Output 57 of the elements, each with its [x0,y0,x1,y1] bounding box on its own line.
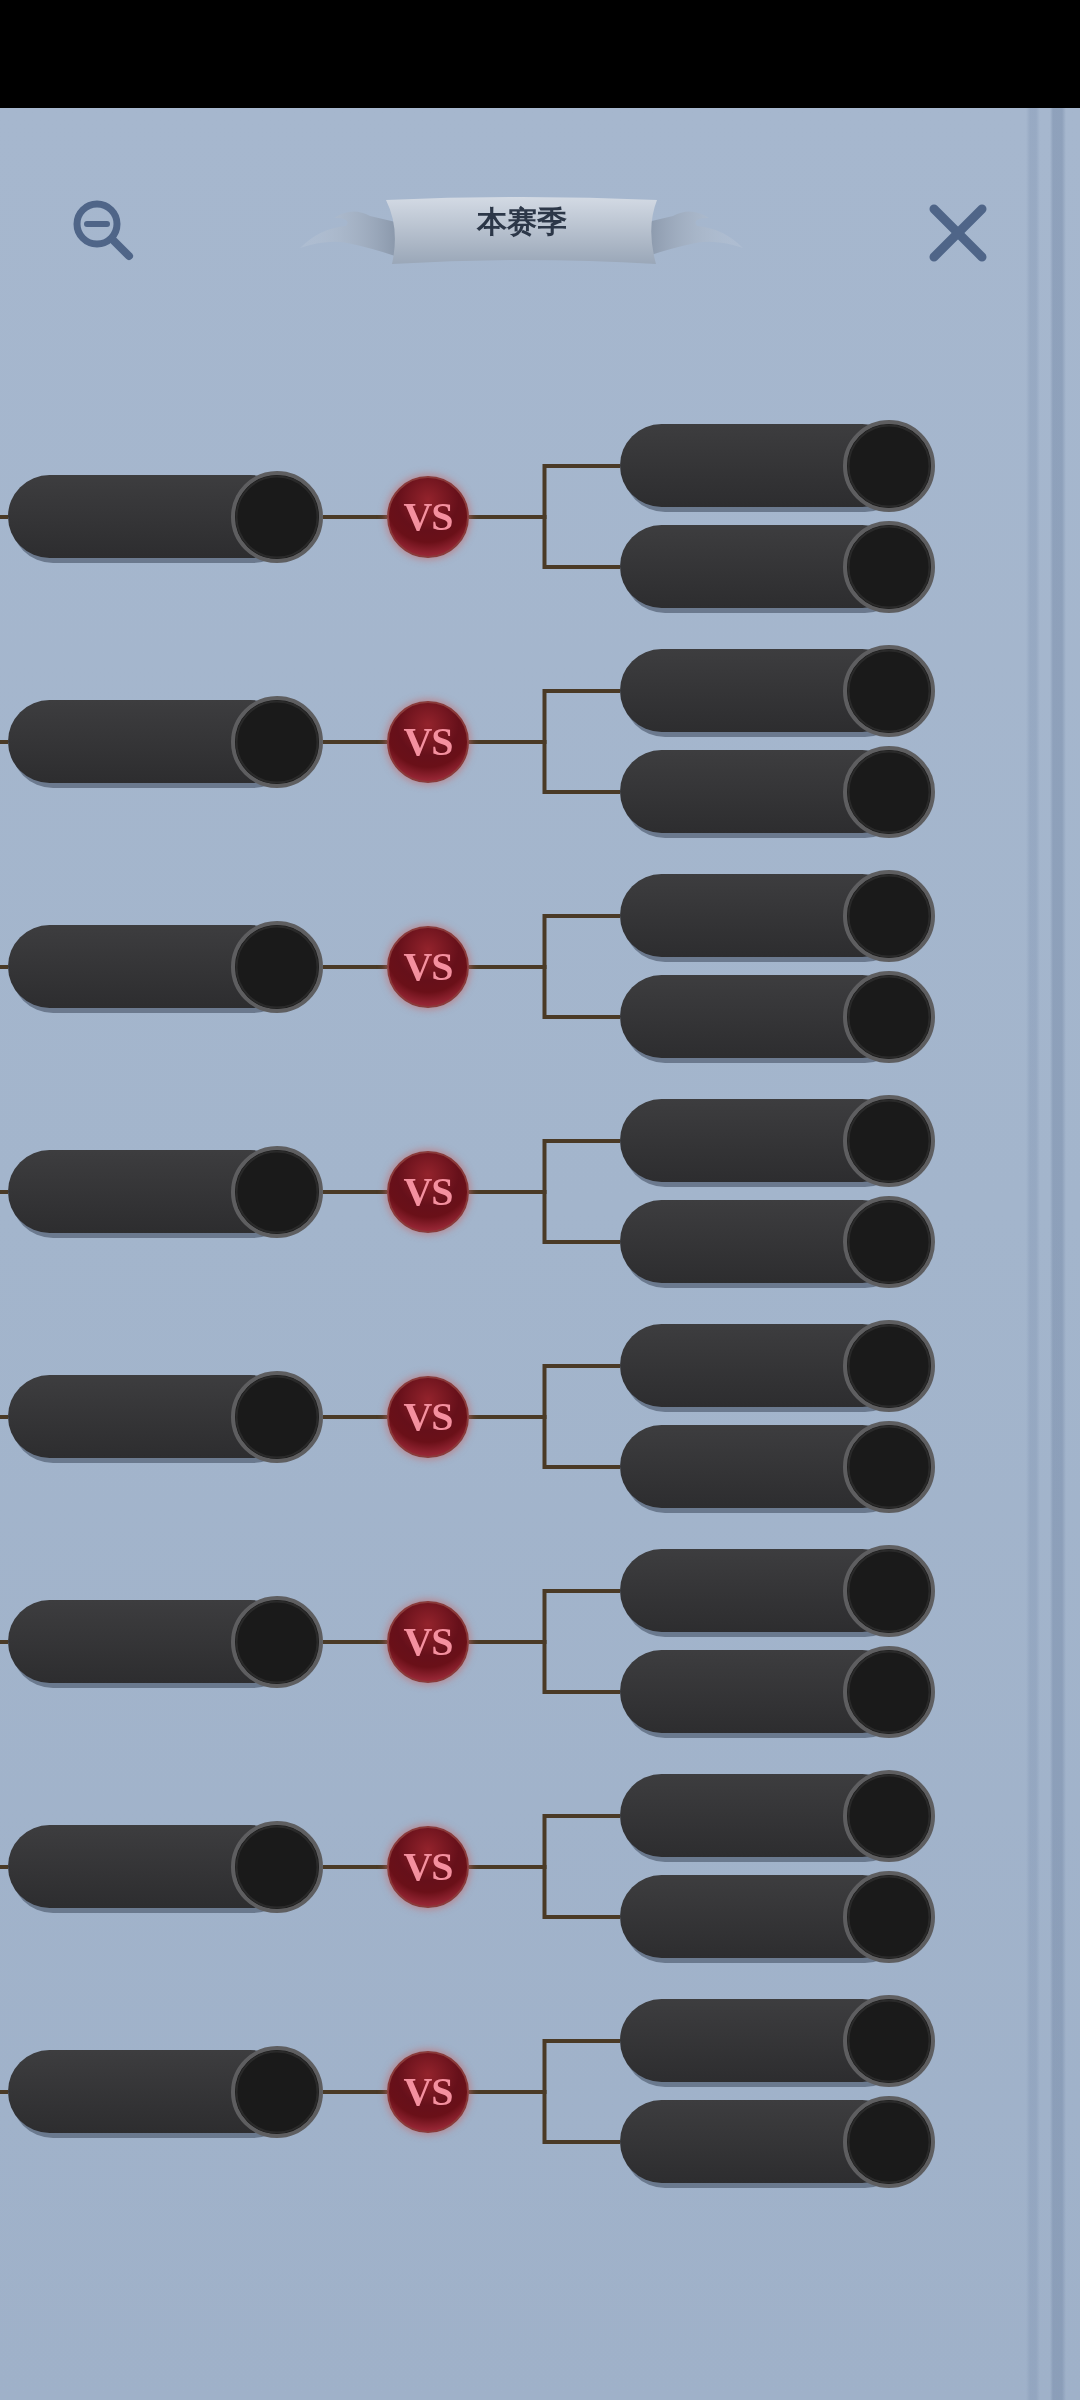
connector-line [0,2090,8,2094]
connector-line [0,1190,8,1194]
player-slot [620,1645,935,1739]
connector-line [0,740,8,744]
player-slot [620,419,935,513]
connector-line [323,740,387,744]
player-slot [8,1595,323,1689]
player-slot [620,644,935,738]
player-slot [620,1420,935,1514]
vs-badge: VS [387,1376,469,1458]
player-slot [620,1094,935,1188]
connector-line [0,1865,8,1869]
player-slot [8,2045,323,2139]
connector-line [469,965,620,1019]
connector-line [323,2090,387,2094]
player-slot [620,1769,935,1863]
connector-line [469,515,620,569]
player-slot [620,2095,935,2189]
connector-line [0,1640,8,1644]
connector-line [469,2090,620,2144]
connector-line [323,515,387,519]
player-slot [620,745,935,839]
connector-line [323,1190,387,1194]
connector-line [323,965,387,969]
connector-line [469,1415,620,1469]
vs-badge: VS [387,2051,469,2133]
connector-line [323,1865,387,1869]
vs-badge: VS [387,1601,469,1683]
player-slot [620,1994,935,2088]
player-slot [620,1195,935,1289]
player-slot [620,1544,935,1638]
connector-line [469,1190,620,1244]
player-slot [8,1145,323,1239]
player-slot [8,1820,323,1914]
vs-badge: VS [387,701,469,783]
vs-badge: VS [387,1826,469,1908]
player-slot [8,470,323,564]
player-slot [620,1319,935,1413]
player-slot [620,869,935,963]
connector-line [323,1640,387,1644]
player-slot [8,920,323,1014]
connector-line [0,965,8,969]
player-slot [620,520,935,614]
connector-line [469,1865,620,1919]
connector-line [0,515,8,519]
connector-line [323,1415,387,1419]
vs-badge: VS [387,926,469,1008]
player-slot [620,1870,935,1964]
title-banner: 本赛季 [300,188,743,278]
connector-line [469,740,620,794]
player-slot [8,1370,323,1464]
player-slot [8,695,323,789]
connector-line [469,1640,620,1694]
vs-badge: VS [387,1151,469,1233]
connector-line [0,1415,8,1419]
player-slot [620,970,935,1064]
vs-badge: VS [387,476,469,558]
